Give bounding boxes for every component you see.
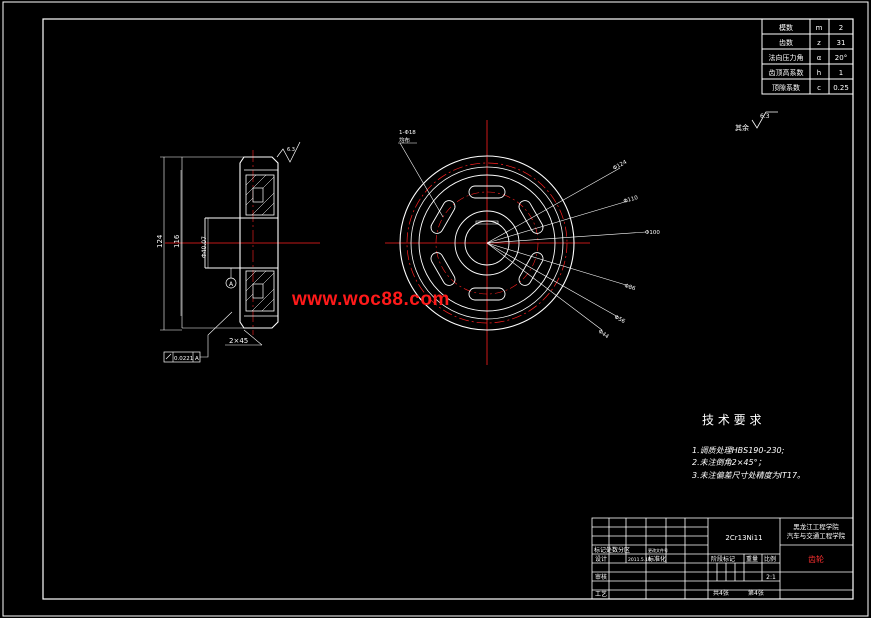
tb-process: 工艺 [595, 590, 607, 598]
hub-outer-circle [454, 210, 520, 276]
param-value-0: 2 [839, 24, 843, 32]
front-dim-1: Φ110 [623, 195, 639, 205]
web-slot [518, 252, 544, 286]
tb-designer: 设计 [595, 555, 607, 563]
front-dim-5: Φ44 [597, 329, 610, 341]
tb-part-name: 齿轮 [808, 554, 824, 564]
param-symbol-0: m [816, 24, 823, 32]
param-name-4: 顶隙系数 [772, 83, 800, 92]
front-dim-4: Φ56 [613, 314, 626, 325]
gear-param-table: 模数 m 2 齿数 z 31 法向压力角 α 20° 齿顶高系数 h 1 顶隙系… [761, 18, 854, 95]
addendum-circle [399, 155, 575, 331]
front-view: Φ124 Φ110 Φ100 Φ86 Φ56 Φ44 1-Φ18 均布 [385, 120, 660, 365]
front-dim-2: Φ100 [645, 230, 660, 236]
dim-overall: 124 [156, 234, 164, 248]
param-symbol-4: c [817, 84, 821, 92]
tech-requirements: 技 术 要 求 1.调质处理HBS190-230; 2.未注倒角2×45°； 3… [692, 413, 805, 480]
watermark: www.woc88.com [292, 289, 450, 310]
tolerance-text: 0.0221 A [174, 356, 199, 362]
web-slot [468, 185, 506, 199]
tb-sheets: 共4张 [713, 589, 729, 597]
param-name-1: 齿数 [779, 38, 793, 47]
section-note-1: 1-Φ18 [399, 130, 416, 136]
param-name-2: 法向压力角 [769, 53, 804, 62]
param-value-1: 31 [837, 39, 846, 47]
gear-section-outline [239, 156, 279, 329]
root-circle [410, 166, 564, 320]
param-name-0: 模数 [779, 23, 793, 32]
tb-scale-value: 2:1 [766, 574, 776, 581]
tb-material: 2Cr13Ni11 [725, 534, 762, 542]
tb-mark-label: 标记处数分区 [594, 546, 630, 554]
tech-req-item-0: 1.调质处理HBS190-230; [692, 446, 785, 455]
param-symbol-3: h [817, 69, 821, 77]
title-block [591, 517, 854, 600]
tb-review: 审核 [595, 573, 607, 581]
section-note-2: 均布 [399, 136, 411, 144]
tb-stage-mark: 阶段标记 [711, 555, 735, 563]
roughness-note: 其余 6.3 [735, 111, 778, 132]
front-dim-3: Φ86 [623, 283, 636, 292]
web-slots [430, 185, 544, 301]
rim-inner-circle [418, 174, 556, 312]
tech-req-item-1: 2.未注倒角2×45°； [692, 458, 766, 467]
param-name-3: 齿顶高系数 [769, 68, 804, 77]
pitch-circle [406, 162, 568, 324]
datum-label: A [229, 281, 234, 288]
param-symbol-2: α [817, 54, 822, 62]
roughness-note-label: 其余 [735, 123, 749, 132]
dim-bore: Φ40.07 [201, 236, 208, 258]
tb-sign-sample: 2011.5.18 [628, 557, 651, 563]
web-slot [430, 200, 456, 234]
tb-school-2: 汽车与交通工程学院 [787, 531, 846, 540]
web-slot [430, 252, 456, 286]
web-slot [518, 200, 544, 234]
tb-scale: 比例 [764, 555, 776, 563]
tb-standardize: 标准化 [648, 555, 666, 563]
param-value-3: 1 [839, 69, 843, 77]
chamfer-note: 2×45 [229, 337, 248, 345]
slot-pitch-circle [435, 191, 539, 295]
tb-sheet-no: 第4张 [748, 589, 764, 597]
tech-req-title: 技 术 要 求 [702, 413, 761, 427]
tech-req-item-2: 3.未注偏差尺寸处精度为IT17。 [692, 471, 805, 480]
inner-frame [42, 18, 854, 600]
front-dim-0: Φ124 [612, 159, 628, 171]
web-slot [468, 287, 506, 301]
param-value-2: 20° [835, 54, 847, 62]
side-roughness: 6.3 [287, 147, 295, 153]
tb-school-1: 黑龙江工程学院 [793, 522, 839, 531]
tb-weight: 重量 [746, 555, 758, 563]
param-value-4: 0.25 [833, 84, 849, 92]
dim-inner: 116 [173, 234, 181, 248]
param-symbol-1: z [817, 39, 821, 47]
side-view: 124 116 Φ40.07 A 6.3 2×45 0.0221 A [156, 141, 320, 363]
tb-change-doc: 更改文件号 [648, 547, 668, 553]
roughness-note-value: 6.3 [760, 113, 770, 120]
datum-circle [225, 277, 237, 289]
